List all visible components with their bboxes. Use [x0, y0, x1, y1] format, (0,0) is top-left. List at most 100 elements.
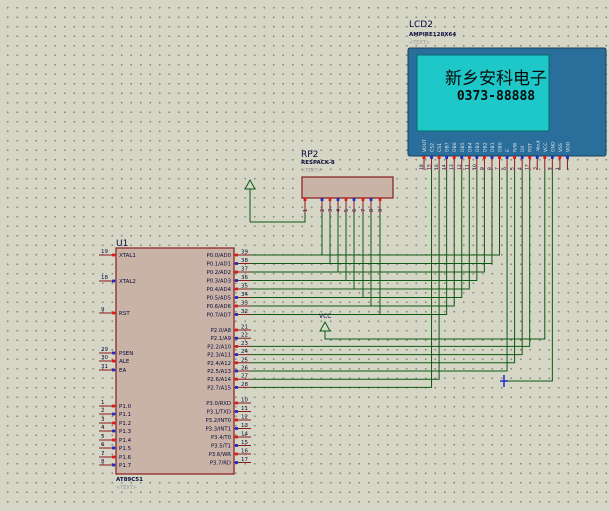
lcd-pin-name: RST	[528, 143, 534, 152]
lcd-pin-name: DB3	[475, 142, 481, 152]
mcu-right-pin-number: 10	[241, 398, 248, 404]
mcu-right-pin-number: 17	[241, 457, 248, 463]
mcu-right-pin-marker	[235, 369, 238, 373]
wire	[251, 170, 433, 388]
mcu-right-pin-marker	[235, 353, 238, 356]
rp-pin-marker	[369, 198, 373, 201]
lcd-pin-marker	[543, 156, 547, 159]
rp-pin-number: 5	[344, 209, 350, 212]
rp-pin-marker	[336, 198, 340, 201]
mcu-right-pin-number: 34	[241, 292, 248, 298]
mcu-right-pin-marker	[235, 345, 238, 348]
mcu-right-pin-name: P2.0/A8	[211, 328, 232, 334]
lcd-pin-number: 12	[457, 164, 463, 170]
lcd-text-tag: <TEXT>	[409, 40, 430, 46]
rp-pin-number: 9	[378, 209, 384, 212]
mcu-left-pin-name: P1.2	[119, 421, 131, 427]
mcu-right-pin-marker	[235, 270, 238, 274]
lcd-pin-name: CS2	[430, 143, 436, 152]
wire	[251, 170, 500, 256]
mcu-left-pin-number: 19	[101, 249, 108, 255]
mcu-right-pin-number: 35	[241, 284, 248, 290]
mcu-right-pin-number: 28	[241, 382, 248, 388]
mcu-left-pin-name: RST	[119, 311, 130, 317]
rp-pin-marker	[328, 198, 332, 201]
mcu-right-pin-marker	[235, 287, 238, 291]
mcu-component[interactable]: U1 AT89C51 <TEXT> 19XTAL118XTAL29RST29PS…	[99, 239, 251, 491]
mcu-left-pin-number: 3	[101, 417, 105, 423]
mcu-left-pin-number: 18	[101, 275, 108, 281]
mcu-ref: U1	[116, 239, 128, 249]
mcu-right-pin-number: 15	[241, 440, 248, 446]
lcd-pin-name: D/I	[520, 146, 526, 152]
mcu-right-pin-name: P0.1/AD1	[207, 262, 231, 268]
mcu-left-pin-name: XTAL2	[119, 279, 136, 285]
mcu-right-pin-number: 33	[241, 301, 248, 307]
lcd-pin-name: DB6	[452, 142, 458, 152]
lcd-pin-number: 8	[487, 167, 493, 170]
mcu-left-pin-marker	[112, 279, 115, 283]
lcd-pin-name: DB1	[490, 142, 496, 152]
mcu-model: AT89C51	[116, 477, 143, 483]
mcu-right-pin-name: P0.6/AD6	[207, 304, 232, 310]
mcu-right-pin-name: P2.1/A9	[211, 336, 231, 342]
lcd-pin-number: 4	[517, 167, 523, 170]
rp-pin-marker	[344, 198, 348, 201]
mcu-right-pin-marker	[235, 279, 238, 282]
wire	[251, 170, 493, 264]
lcd-pin-marker	[535, 156, 539, 159]
mcu-right-pin-marker	[235, 253, 238, 257]
power-terminal-rp[interactable]	[244, 178, 256, 222]
mcu-left-pin-name: EA	[119, 368, 126, 374]
lcd-pin-number: 11	[464, 164, 470, 170]
lcd-pin-marker	[460, 156, 464, 159]
mcu-left-pin-marker	[112, 446, 115, 450]
mcu-right-pin-number: 14	[241, 432, 248, 438]
rp-pin-number: 3	[328, 209, 334, 212]
lcd-pin-group: VOUT18CS215CS116DB714DB613DB512DB411DB31…	[419, 139, 571, 170]
mcu-right-pin-marker	[235, 444, 238, 447]
mcu-right-pin-name: P2.5/A13	[207, 369, 231, 375]
wire	[251, 170, 485, 273]
mcu-right-pin-name: P2.3/A11	[207, 353, 231, 359]
mcu-left-pin-marker	[112, 438, 115, 442]
lcd-pin-marker	[490, 156, 494, 159]
mcu-left-pin-name: XTAL1	[119, 253, 136, 259]
lcd-pin-marker	[558, 156, 562, 159]
lcd-pin-marker	[520, 156, 524, 159]
lcd-pin-number: 15	[427, 164, 433, 170]
mcu-left-pin-number: 29	[101, 347, 108, 353]
mcu-right-pin-marker	[235, 401, 238, 405]
wire	[251, 170, 455, 307]
lcd-pin-marker	[445, 156, 449, 159]
power-terminal-vcc[interactable]: VCC	[319, 313, 331, 332]
mcu-right-pin-number: 27	[241, 374, 248, 380]
mcu-right-pin-number: 25	[241, 357, 248, 363]
mcu-right-pin-number: 38	[241, 258, 248, 264]
rp-pin-number: 7	[361, 209, 367, 212]
mcu-right-pin-marker	[235, 296, 238, 299]
lcd-pin-name: DB0	[498, 142, 504, 152]
lcd-pin-name: CS1	[437, 143, 443, 152]
wire	[251, 170, 508, 372]
lcd-pin-name: -Vout	[535, 140, 541, 152]
lcd-ref: LCD2	[409, 20, 433, 30]
lcd-model: AMPIRE128X64	[409, 32, 456, 38]
mcu-left-pin-group: 19XTAL118XTAL29RST29PSEN30ALE31EA1P1.02P…	[99, 249, 136, 469]
mcu-left-pin-marker	[112, 359, 115, 363]
mcu-right-pin-number: 24	[241, 349, 248, 355]
mcu-right-pin-name: P3.7/RD	[210, 461, 231, 467]
lcd-component[interactable]: LCD2 AMPIRE128X64 <TEXT> 新乡安科电子 0373-888…	[407, 20, 607, 170]
lcd-pin-name: VCC	[543, 142, 549, 152]
mcu-right-pin-number: 21	[241, 325, 248, 331]
mcu-body	[115, 247, 235, 475]
wire	[250, 214, 306, 223]
mcu-left-pin-name: P1.5	[119, 446, 132, 452]
mcu-right-pin-marker	[235, 461, 238, 464]
mcu-left-pin-marker	[112, 368, 115, 372]
lcd-pin-name: DB2	[482, 142, 488, 152]
mcu-right-pin-number: 11	[241, 406, 248, 412]
lcd-pin-marker	[513, 156, 516, 159]
